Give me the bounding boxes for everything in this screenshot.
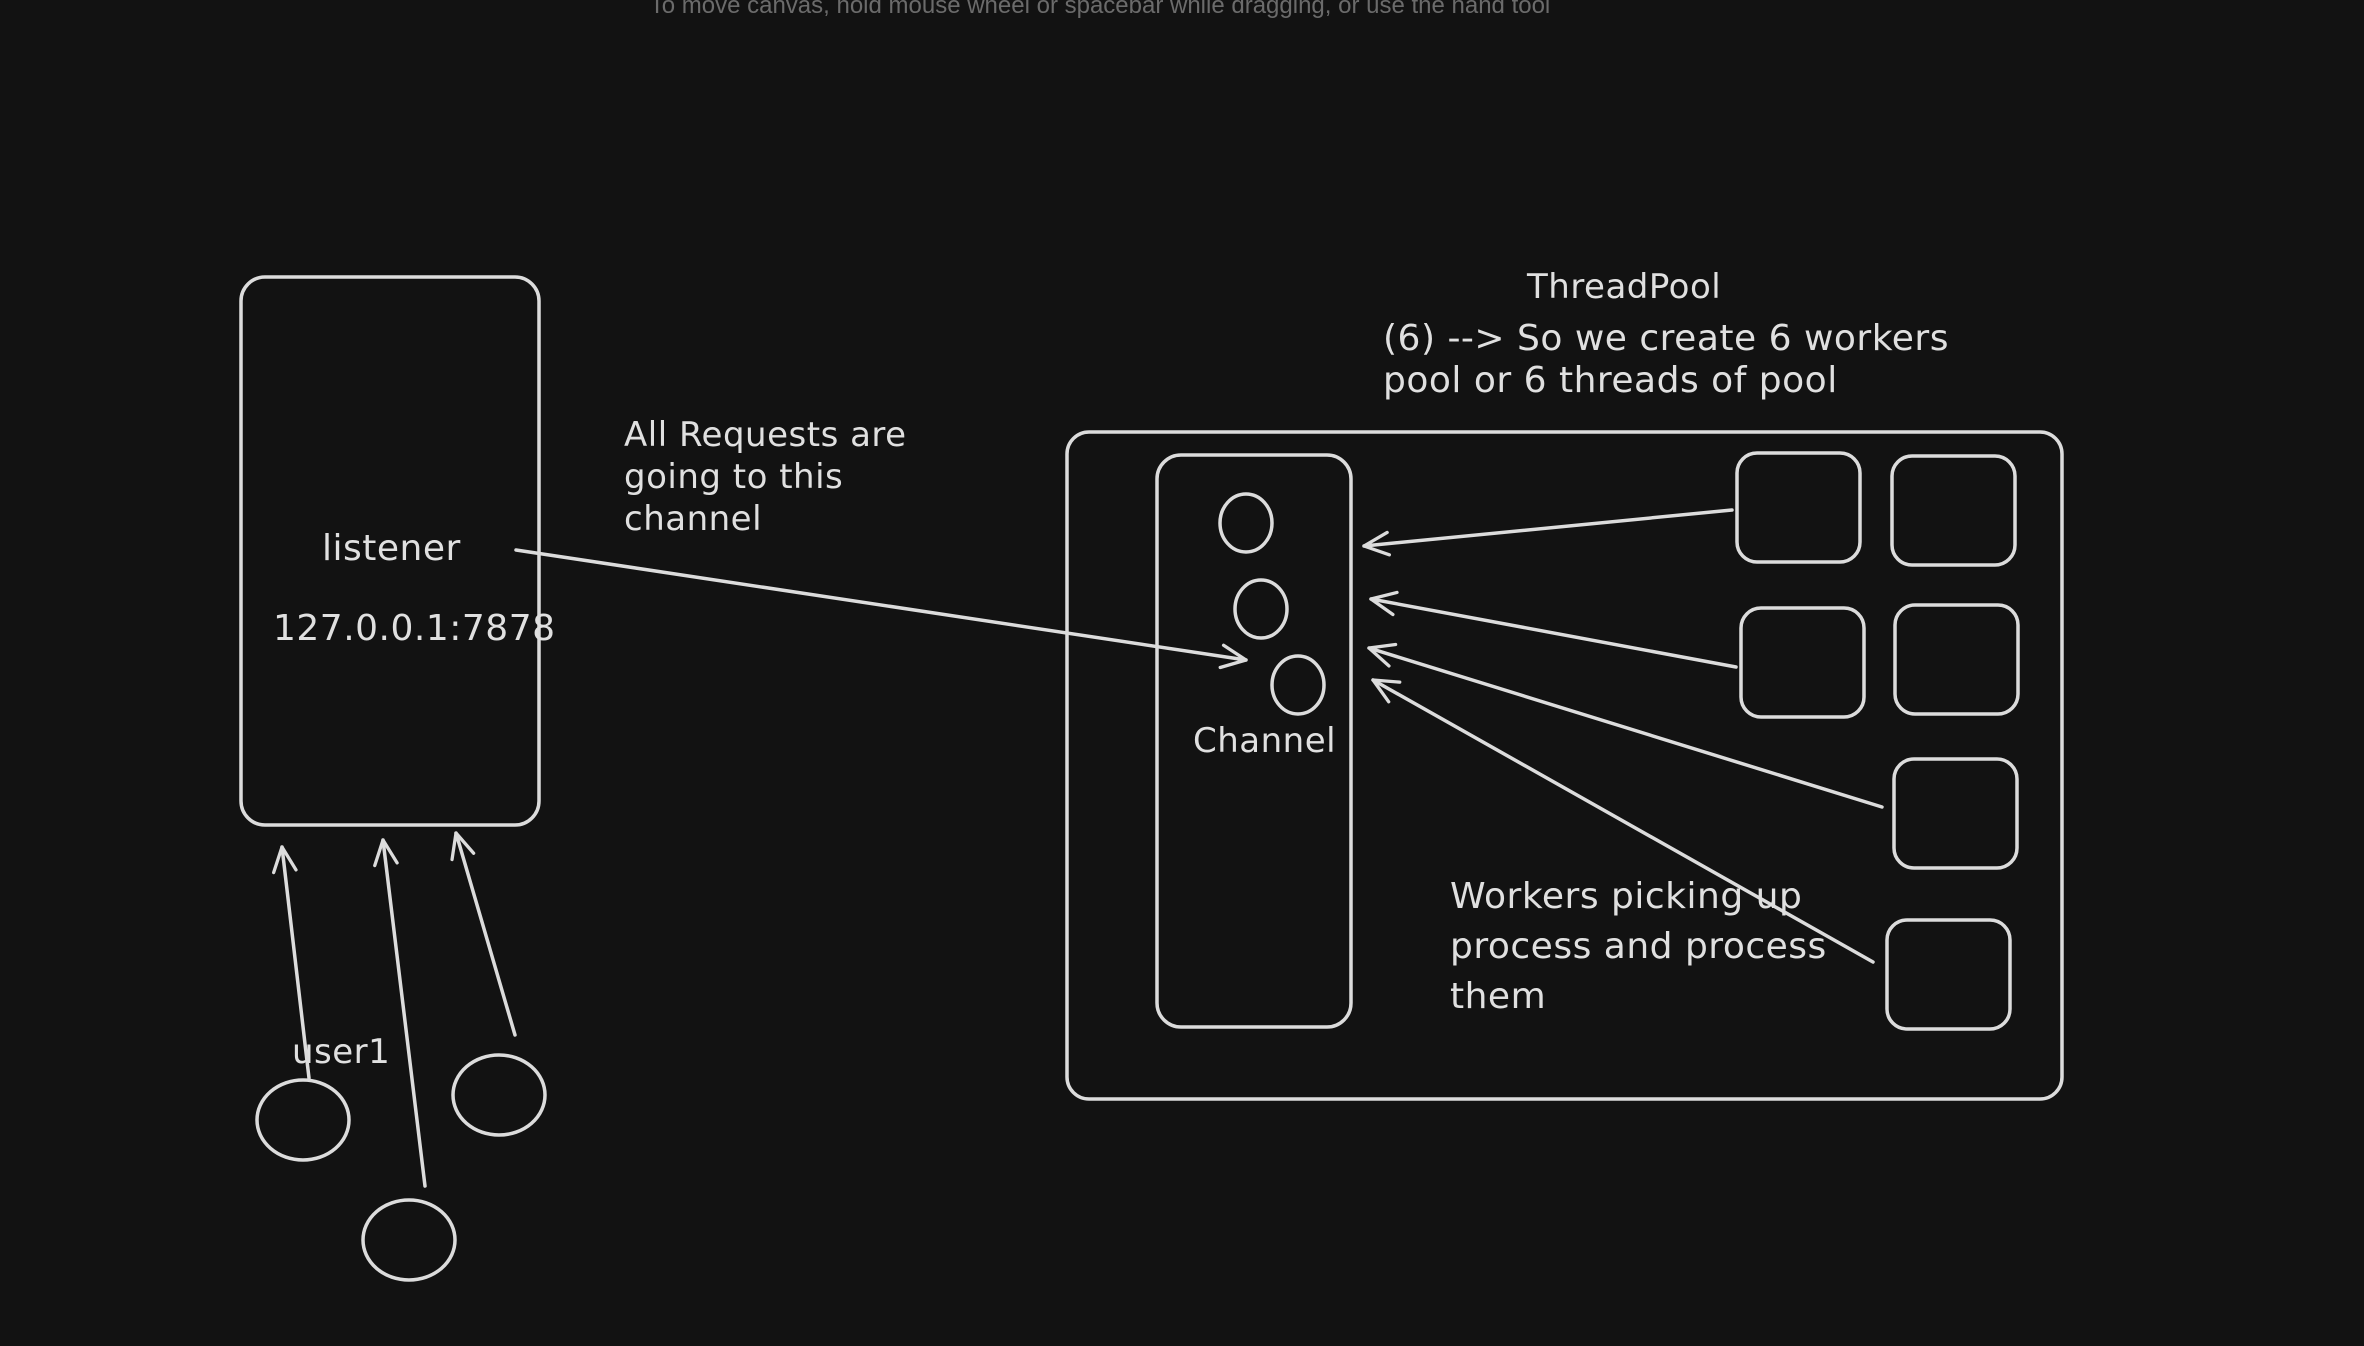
worker-box-5[interactable] — [1892, 757, 2019, 870]
user-arrow-1[interactable] — [272, 845, 311, 1080]
worker-arrow-1[interactable] — [1362, 508, 1734, 557]
user-circle-3[interactable] — [451, 1053, 547, 1137]
worker-box-3[interactable] — [1739, 606, 1866, 719]
worker-box-2[interactable] — [1890, 454, 2017, 567]
threadpool-note-line1: (6) --> So we create 6 workers — [1383, 318, 1949, 359]
worker-box-4[interactable] — [1893, 603, 2020, 716]
request-arrow[interactable] — [514, 548, 1248, 670]
requests-note-line3: channel — [624, 499, 762, 539]
requests-note-line1: All Requests are — [624, 415, 907, 455]
user-circle-2[interactable] — [361, 1198, 457, 1282]
worker-box-1[interactable] — [1735, 451, 1862, 564]
workers-note-line2: process and process — [1450, 926, 1827, 967]
listener-box[interactable] — [239, 275, 541, 827]
worker-arrow-4[interactable] — [1371, 678, 1875, 964]
workers-note-line1: Workers picking up — [1450, 876, 1802, 917]
channel-message-2[interactable] — [1233, 578, 1289, 640]
threadpool-title: ThreadPool — [1526, 267, 1721, 307]
user-circle-1[interactable] — [255, 1078, 351, 1162]
canvas-hint: To move canvas, hold mouse wheel or spac… — [649, 0, 1551, 19]
threadpool-note-line2: pool or 6 threads of pool — [1383, 360, 1838, 401]
user-arrow-2[interactable] — [373, 838, 427, 1188]
channel-message-1[interactable] — [1218, 492, 1274, 554]
listener-address: 127.0.0.1:7878 — [273, 608, 556, 649]
channel-label: Channel — [1193, 721, 1336, 761]
worker-box-6[interactable] — [1885, 918, 2012, 1031]
user-arrow-3[interactable] — [450, 831, 517, 1037]
workers-note-line3: them — [1450, 976, 1546, 1017]
channel-message-3[interactable] — [1270, 654, 1326, 716]
requests-note-line2: going to this — [624, 457, 843, 497]
listener-title: listener — [322, 528, 461, 569]
worker-arrow-2[interactable] — [1369, 590, 1738, 669]
worker-arrow-3[interactable] — [1367, 642, 1884, 809]
threadpool-box[interactable] — [1065, 430, 2064, 1101]
channel-box[interactable] — [1155, 453, 1353, 1029]
